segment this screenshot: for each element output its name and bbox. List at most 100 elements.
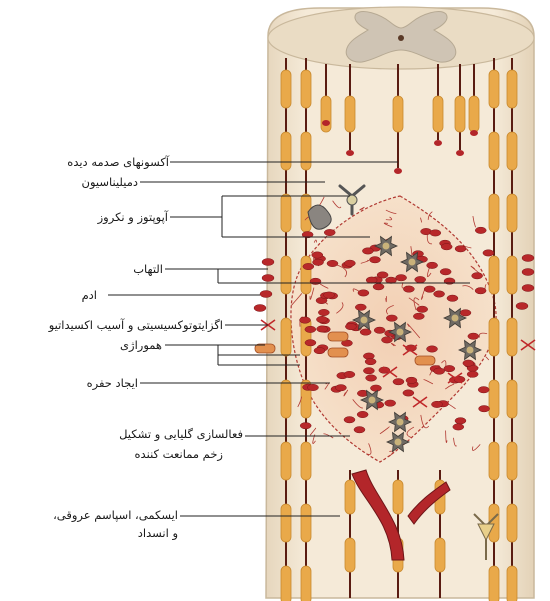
red-blood-cell <box>300 422 311 428</box>
red-blood-cell <box>406 377 417 383</box>
red-blood-cell <box>427 346 438 352</box>
red-blood-cell <box>478 387 489 393</box>
myelin-sheath <box>507 504 517 542</box>
red-blood-cell <box>370 385 381 391</box>
axon-end-bulb <box>470 130 478 136</box>
microglia-nucleus <box>397 329 404 336</box>
red-blood-cell <box>441 244 452 250</box>
myelin-sheath <box>489 504 499 542</box>
red-blood-cell <box>362 248 373 254</box>
myelin-sheath <box>507 256 517 294</box>
red-blood-cell <box>300 317 311 323</box>
red-blood-cell <box>403 390 414 396</box>
red-blood-cell <box>393 379 404 385</box>
red-blood-cell <box>396 275 407 281</box>
red-blood-cell <box>358 290 369 296</box>
myelin-sheath <box>281 132 291 170</box>
myelin-sheath <box>301 318 311 356</box>
myelin-sheath <box>345 96 355 132</box>
red-blood-cell <box>345 323 356 329</box>
red-blood-cell <box>522 269 534 276</box>
myelin-sheath <box>281 318 291 356</box>
myelin-sheath <box>301 70 311 108</box>
red-blood-cell <box>307 384 318 390</box>
myelin-sheath <box>489 194 499 232</box>
myelin-sheath <box>469 96 479 132</box>
red-blood-cell <box>344 260 355 266</box>
red-blood-cell <box>444 365 455 371</box>
microglia-nucleus <box>397 419 404 426</box>
myelin-sheath <box>507 318 517 356</box>
red-blood-cell <box>434 291 445 297</box>
red-blood-cell <box>427 262 438 268</box>
myelin-sheath <box>507 132 517 170</box>
red-blood-cell <box>479 405 490 411</box>
axon-end-bulb <box>456 150 464 156</box>
red-blood-cell <box>260 291 272 298</box>
red-blood-cell <box>310 278 321 284</box>
red-blood-cell <box>373 284 384 290</box>
red-blood-cell <box>374 327 385 333</box>
microglia-nucleus <box>467 347 474 354</box>
myelin-sheath <box>281 442 291 480</box>
red-blood-cell <box>413 313 424 319</box>
red-blood-cell <box>305 326 316 332</box>
label-glial-activation: فعالسازی گلیایی و تشکیل زخم ممانعت کننده <box>119 426 243 462</box>
axon-end-bulb <box>322 120 330 126</box>
myelin-sheath <box>321 96 331 132</box>
hemorrhage-stack <box>328 332 348 341</box>
red-blood-cell <box>355 304 366 310</box>
myelin-sheath <box>301 442 311 480</box>
myelin-sheath <box>507 380 517 418</box>
label-damaged-axons: آکسونهای صدمه دیده <box>67 154 169 170</box>
red-blood-cell <box>344 371 355 377</box>
myelin-sheath <box>281 256 291 294</box>
red-blood-cell <box>344 417 355 423</box>
label-inflammation: التهاب <box>133 261 163 277</box>
red-blood-cell <box>385 400 396 406</box>
microglia-nucleus <box>369 397 376 404</box>
red-blood-cell <box>522 285 534 292</box>
myelin-sheath <box>301 504 311 542</box>
red-blood-cell <box>455 418 466 424</box>
myelin-sheath <box>345 480 355 514</box>
red-blood-cell <box>316 316 327 322</box>
red-blood-cell <box>366 375 377 381</box>
red-blood-cell <box>365 358 376 364</box>
red-blood-cell <box>483 250 494 256</box>
red-blood-cell <box>317 326 328 332</box>
myelin-sheath <box>507 566 517 601</box>
label-ischemia-line2: و انسداد <box>53 525 178 541</box>
myelin-sheath <box>489 318 499 356</box>
red-blood-cell <box>318 309 329 315</box>
red-blood-cell <box>455 246 466 252</box>
red-blood-cell <box>312 252 323 258</box>
myelin-sheath <box>301 256 311 294</box>
axon-end-bulb <box>434 140 442 146</box>
red-blood-cell <box>431 401 442 407</box>
myelin-sheath <box>489 380 499 418</box>
label-ischemia-line1: ایسکمی، اسپاسم عروقی، <box>53 507 178 523</box>
red-blood-cell <box>475 288 486 294</box>
red-blood-cell <box>460 310 471 316</box>
label-edema: ادم <box>82 287 97 303</box>
myelin-sheath <box>345 538 355 572</box>
red-blood-cell <box>440 269 451 275</box>
red-blood-cell <box>314 347 325 353</box>
axon-end-bulb <box>346 150 354 156</box>
myelin-sheath <box>507 70 517 108</box>
red-blood-cell <box>403 286 414 292</box>
axon-end-bulb <box>394 168 402 174</box>
red-blood-cell <box>303 263 314 269</box>
microglia-nucleus <box>383 243 390 250</box>
myelin-sheath <box>489 442 499 480</box>
myelin-sheath <box>281 566 291 601</box>
label-ischemia: ایسکمی، اسپاسم عروقی، و انسداد <box>53 507 178 541</box>
myelin-sheath <box>489 70 499 108</box>
myelin-sheath <box>281 194 291 232</box>
label-glial-activation-line1: فعالسازی گلیایی و تشکیل <box>119 426 243 442</box>
label-cavitation: ایجاد حفره <box>87 375 138 391</box>
myelin-sheath <box>455 96 465 132</box>
red-blood-cell <box>335 385 346 391</box>
myelin-sheath <box>281 504 291 542</box>
